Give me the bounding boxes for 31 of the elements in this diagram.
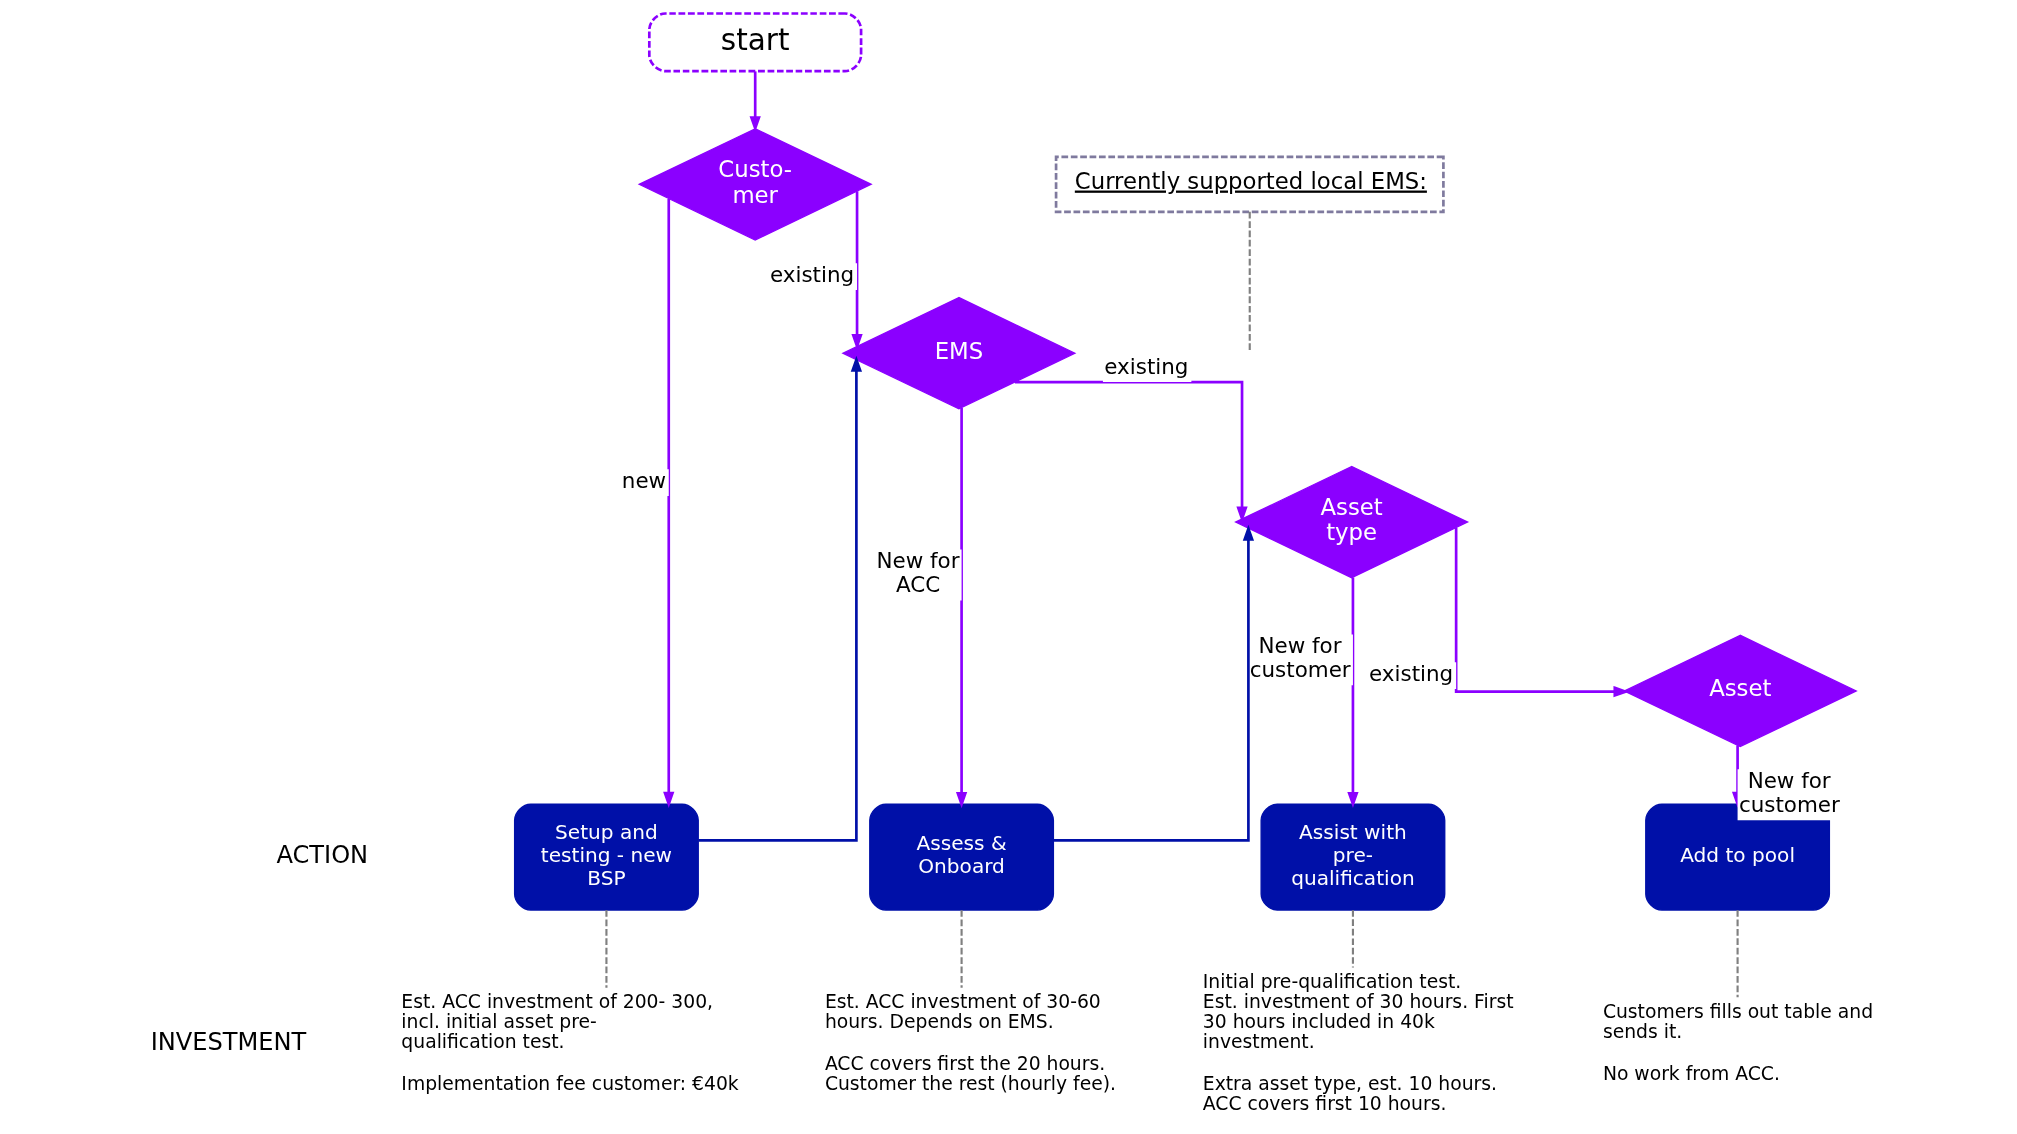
edge-label: New for ACC — [876, 548, 960, 598]
connector — [605, 910, 608, 988]
arrow — [955, 407, 968, 809]
edge-label: existing — [1104, 353, 1189, 379]
node-text: Customers fills out table and sends it. No work from ACC. — [1602, 1001, 1874, 1084]
node-box: start — [648, 12, 863, 73]
arrow — [1454, 527, 1630, 698]
arrow — [749, 71, 761, 133]
label: INVESTMENT — [150, 1028, 307, 1057]
arrow — [698, 355, 863, 842]
node-box: Assess & Onboard — [869, 803, 1055, 911]
edge-label: existing — [1369, 660, 1454, 686]
node-text: Est. ACC investment of 200- 300, incl. initial asset pre- qualification test. Implementation fee customer: €40k — [401, 991, 739, 1094]
node-box: Currently supported local EMS: — [1054, 155, 1445, 214]
edge-label: existing — [769, 261, 855, 287]
arrow — [1347, 577, 1359, 809]
node-diamond: EMS — [841, 296, 1077, 410]
arrow — [1053, 524, 1255, 842]
connector — [1248, 211, 1251, 353]
node-box: Setup and testing - new BSP — [513, 803, 699, 911]
edge-label: new — [621, 467, 667, 493]
node-text: Est. ACC investment of 30-60 hours. Depends on EMS. ACC covers first the 20 hours. Customer the rest (hourly fee). — [824, 991, 1117, 1094]
connector — [1351, 910, 1354, 968]
edge-label: New for customer — [1249, 632, 1351, 683]
connector — [960, 910, 963, 988]
label: ACTION — [276, 841, 369, 870]
node-text: Initial pre-qualification test. Est. investment of 30 hours. First 30 hours included in 40k investment. Extra asset type, est. 10 hours. ACC covers first 10 hours. — [1202, 971, 1514, 1115]
node-diamond: Custo- mer — [637, 128, 873, 241]
connector — [1736, 910, 1739, 998]
arrow — [663, 199, 675, 808]
node-box: Assist with pre- qualification — [1260, 803, 1446, 911]
